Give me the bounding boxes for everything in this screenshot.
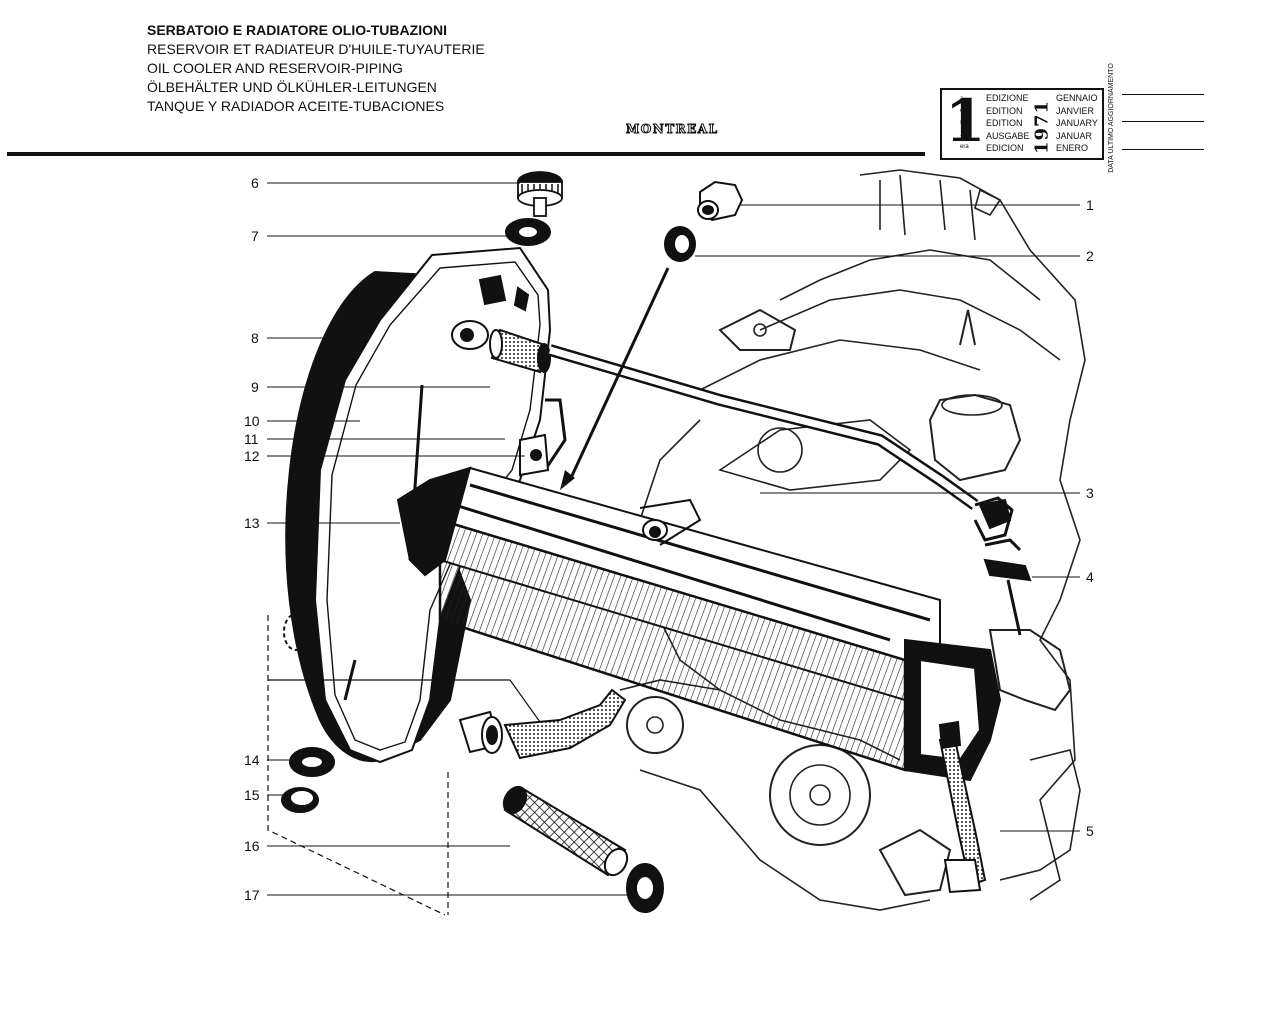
edition-month: JANUARY [1056,118,1098,128]
update-line [1122,121,1204,122]
cap-gasket [505,218,551,246]
edition-month: GENNAIO [1056,93,1098,103]
edition-suffix: . [960,132,962,138]
union-nut [697,180,744,222]
edition-suffix: ere [960,108,969,114]
breather-hose [489,328,551,374]
sealing-washer [664,226,696,262]
oil-pipe [548,344,1022,552]
edition-month: JANVIER [1056,105,1095,116]
edition-label: AUSGABE [986,130,1030,141]
return-hose [458,688,627,760]
callout-3: 3 [1086,485,1094,501]
title-italian: SERBATOIO E RADIATORE OLIO-TUBAZIONI [147,22,447,38]
update-line [1122,149,1204,150]
edition-number: 1 [945,87,986,155]
callout-8: 8 [251,330,259,346]
edition-labels: EDIZIONE EDITION EDITION AUSGABE EDICION [986,92,1030,155]
header-rule [7,152,925,156]
callout-9: 9 [251,379,259,395]
callout-2: 2 [1086,248,1094,264]
drain-gasket [289,747,335,777]
lower-hose [938,720,987,894]
edition-months: GENNAIO JANVIER JANUARY JANUAR ENERO [1056,92,1098,155]
edition-month: JANUAR [1056,130,1093,141]
edition-suffix: st [960,120,965,126]
edition-suffix: era [960,144,969,150]
callout-7: 7 [251,228,259,244]
leader-lines [267,182,1080,896]
callout-6: 6 [251,175,259,191]
callout-4: 4 [1086,569,1094,585]
edition-label: EDICION [986,143,1024,153]
title-english: OIL COOLER AND RESERVOIR-PIPING [147,60,403,76]
model-logo: MONTREAL [626,122,719,137]
edition-label: EDITION [986,118,1023,128]
callout-10: 10 [244,413,260,429]
callout-5: 5 [1086,823,1094,839]
title-block: SERBATOIO E RADIATORE OLIO-TUBAZIONI RES… [147,21,485,116]
edition-label: EDIZIONE [986,93,1029,103]
filler-cap [517,171,563,217]
assembly-arrowhead [560,470,575,490]
callout-12: 12 [244,448,260,464]
edition-month: ENERO [1056,143,1089,153]
callout-17: 17 [244,887,260,903]
update-line [1122,94,1204,95]
callout-14: 14 [244,752,260,768]
title-spanish: TANQUE Y RADIADOR ACEITE-TUBACIONES [147,98,445,114]
title-german: ÖLBEHÄLTER UND ÖLKÜHLER-LEITUNGEN [147,79,437,95]
callout-13: 13 [244,515,260,531]
callout-16: 16 [244,838,260,854]
edition-label: EDITION [986,105,1023,116]
assembly-guides [267,615,541,916]
oil-cooler [396,466,1002,782]
oil-filter-strainer [502,785,629,877]
clamp [983,558,1032,636]
filter-washer [626,863,664,913]
title-french: RESERVOIR ET RADIATEUR D'HUILE-TUYAUTERI… [147,41,485,57]
callout-1: 1 [1086,197,1094,213]
edition-suffix: a [960,96,964,102]
callout-11: 11 [244,431,259,447]
drain-plug [281,787,319,813]
edition-box: 1 a ere st . era EDIZIONE EDITION EDITIO… [940,88,1104,160]
callout-15: 15 [244,787,260,803]
assembly-arrow [568,267,670,481]
